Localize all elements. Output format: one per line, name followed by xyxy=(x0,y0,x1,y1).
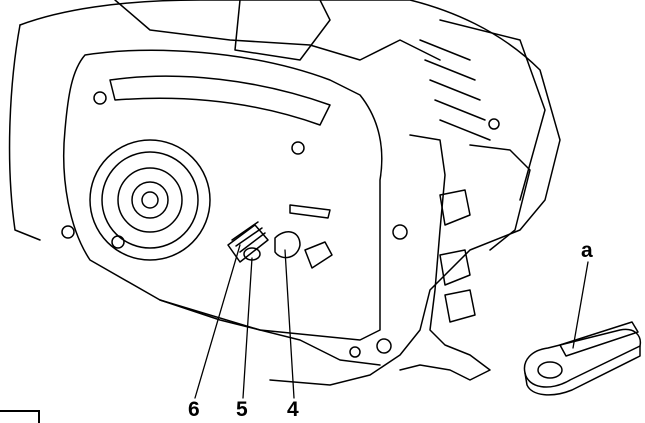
callout-a: a xyxy=(581,239,593,262)
handle xyxy=(234,0,331,61)
screw xyxy=(61,225,75,239)
screw xyxy=(376,338,392,354)
adjuster-part-4 xyxy=(274,231,301,259)
shroud-top xyxy=(114,0,441,61)
leader-line-6 xyxy=(194,244,241,399)
plate-slots xyxy=(439,189,476,323)
outer-guard xyxy=(469,144,531,251)
plate-upper-slot xyxy=(109,75,331,126)
tensioner-slot xyxy=(289,204,331,219)
catcher-plate xyxy=(399,134,491,381)
tool-a-thickness xyxy=(524,345,641,396)
frame-corner-tab xyxy=(0,410,40,423)
sprocket-hub xyxy=(131,181,169,219)
housing-left-edge xyxy=(8,24,41,241)
leader-line-a xyxy=(572,261,589,349)
cooling-fins xyxy=(419,39,491,141)
sprocket xyxy=(117,167,183,233)
callout-6: 6 xyxy=(188,398,200,421)
tool-a-hole xyxy=(537,361,563,379)
tool-a-slot xyxy=(559,321,639,357)
housing-outline xyxy=(19,0,561,386)
screw xyxy=(93,91,107,105)
plate-hole xyxy=(291,141,305,155)
clutch-drum xyxy=(89,139,211,261)
leader-line-5 xyxy=(242,257,253,399)
screw xyxy=(111,235,125,249)
screw xyxy=(488,118,500,130)
mounting-plate xyxy=(62,49,383,341)
screw xyxy=(349,346,361,358)
callout-5: 5 xyxy=(236,398,248,421)
leader-line-4 xyxy=(284,249,295,399)
fin-frame xyxy=(439,19,546,201)
callout-4: 4 xyxy=(287,398,299,421)
spring-part-6 xyxy=(227,224,269,263)
spring-coils xyxy=(231,221,266,253)
screw xyxy=(392,224,408,240)
bar-stud xyxy=(304,241,333,269)
plate-bottom-edge xyxy=(159,299,381,366)
clutch-inner xyxy=(101,151,199,249)
sprocket-nut xyxy=(141,191,159,209)
